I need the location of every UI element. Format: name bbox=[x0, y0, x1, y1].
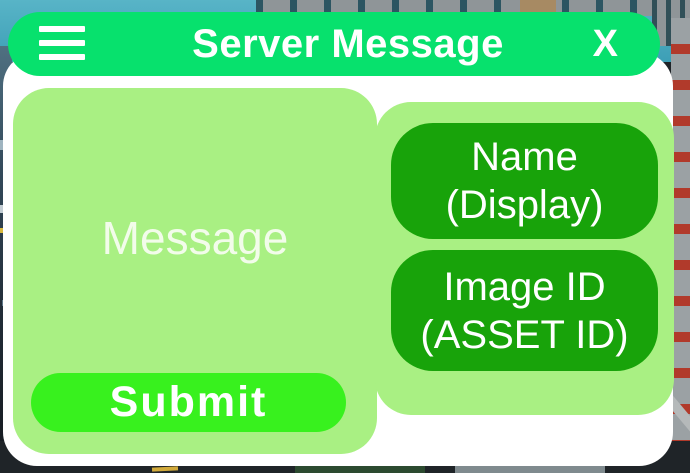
name-button-line1: Name bbox=[471, 135, 578, 179]
hamburger-bar bbox=[39, 54, 85, 60]
background-window-speck bbox=[0, 140, 4, 150]
submit-button[interactable]: Submit bbox=[31, 373, 346, 432]
background-window-speck bbox=[0, 228, 4, 233]
message-placeholder: Message bbox=[101, 212, 289, 264]
background-window-speck bbox=[0, 205, 3, 213]
message-input[interactable]: Message Submit bbox=[13, 88, 377, 454]
asset-panel: Name (Display) Image ID (ASSET ID) bbox=[375, 102, 674, 415]
dialog-titlebar: Server Message X bbox=[8, 12, 660, 76]
name-display-button[interactable]: Name (Display) bbox=[391, 123, 658, 239]
close-button[interactable]: X bbox=[593, 12, 618, 76]
hamburger-bar bbox=[39, 26, 85, 32]
image-id-button[interactable]: Image ID (ASSET ID) bbox=[391, 250, 658, 371]
dialog-title: Server Message bbox=[192, 21, 504, 66]
background-brick-building bbox=[671, 18, 690, 444]
menu-icon[interactable] bbox=[39, 26, 85, 60]
name-button-line2: (Display) bbox=[445, 183, 604, 227]
background-hedge bbox=[295, 464, 425, 473]
background-sidewalk bbox=[455, 464, 605, 473]
hamburger-bar bbox=[39, 40, 85, 46]
image-button-line2: (ASSET ID) bbox=[420, 312, 629, 357]
image-button-line1: Image ID bbox=[443, 264, 606, 309]
